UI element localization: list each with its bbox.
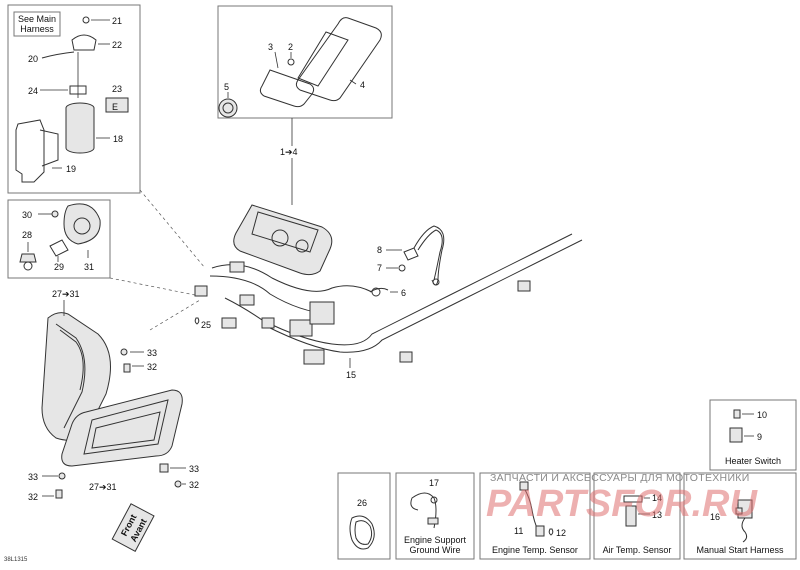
callout-17: 17 <box>429 478 439 488</box>
box-bulb-group: 30 31 28 29 <box>7 199 111 279</box>
callout-28: 28 <box>22 230 32 240</box>
callout-5: 5 <box>224 82 229 92</box>
callout-26: 26 <box>357 498 367 508</box>
callout-14: 14 <box>652 493 662 503</box>
manual-start-harness-label: Manual Start Harness <box>696 545 784 555</box>
callout-8: 8 <box>377 245 382 255</box>
callout-2: 2 <box>288 42 293 52</box>
box-manual-start-harness: 16 Manual Start Harness <box>683 472 797 560</box>
front-avant-indicator: Front Avant <box>111 503 155 552</box>
headlight-housing <box>41 312 111 441</box>
engine-temp-sensor-label: Engine Temp. Sensor <box>492 545 578 555</box>
callout-18: 18 <box>113 134 123 144</box>
callout-23: 23 <box>112 84 122 94</box>
callout-12: 12 <box>556 528 566 538</box>
headlight-lens <box>61 389 183 467</box>
air-temp-sensor-label: Air Temp. Sensor <box>603 545 672 555</box>
callout-27-31-top: 27➔31 <box>52 289 80 299</box>
see-main-harness-line1: See Main <box>18 14 56 24</box>
box-gauge-cluster: 4 3 2 5 <box>217 5 393 119</box>
heater-switch-label: Heater Switch <box>725 456 781 466</box>
box-engine-support-ground-wire: 17 Engine Support Ground Wire <box>395 472 475 560</box>
assembled-cluster <box>233 204 333 276</box>
callout-1-4: 1➔4 <box>280 147 298 157</box>
guide-line <box>109 277 201 297</box>
see-main-harness-line2: Harness <box>20 24 54 34</box>
drop-icon <box>548 528 554 536</box>
callout-9: 9 <box>757 432 762 442</box>
drawing-code: 38L1315 <box>4 557 28 563</box>
callout-3: 3 <box>268 42 273 52</box>
callout-10: 10 <box>757 410 767 420</box>
ground-wire-label-line2: Ground Wire <box>409 545 460 555</box>
callout-13: 13 <box>652 510 662 520</box>
callout-4: 4 <box>360 80 365 90</box>
callout-21: 21 <box>112 16 122 26</box>
box-heater-switch: 10 9 Heater Switch <box>709 399 797 471</box>
callout-32-a: 32 <box>147 362 157 372</box>
box-air-temp-sensor: 14 13 Air Temp. Sensor <box>593 472 681 560</box>
sensor-8-7 <box>398 225 445 286</box>
box-relay-group: See Main Harness 21 22 20 24 E 23 18 19 <box>7 4 141 194</box>
callout-31: 31 <box>84 262 94 272</box>
box-engine-temp-sensor: 11 12 Engine Temp. Sensor <box>479 472 591 560</box>
callout-29: 29 <box>54 262 64 272</box>
callout-30: 30 <box>22 210 32 220</box>
callout-20: 20 <box>28 54 38 64</box>
box-26: 26 <box>337 472 391 560</box>
drop-icon <box>194 317 200 325</box>
watermark: ЗАПЧАСТИ И АКСЕССУАРЫ ДЛЯ МОТОТЕХНИКИ PA… <box>486 472 758 525</box>
callout-27-31-bottom: 27➔31 <box>89 482 117 492</box>
callout-33-b: 33 <box>28 472 38 482</box>
guide-line <box>139 189 206 269</box>
ground-wire-label-line1: Engine Support <box>404 535 467 545</box>
callout-32-c: 32 <box>189 480 199 490</box>
callout-6: 6 <box>401 288 406 298</box>
callout-25: 25 <box>201 320 211 330</box>
e-mark: E <box>112 102 118 112</box>
main-harness <box>194 233 583 365</box>
watermark-line1: ЗАПЧАСТИ И АКСЕССУАРЫ ДЛЯ МОТОТЕХНИКИ <box>490 472 750 484</box>
callout-22: 22 <box>112 40 122 50</box>
callout-33-c: 33 <box>189 464 199 474</box>
callout-19: 19 <box>66 164 76 174</box>
callout-32-b: 32 <box>28 492 38 502</box>
callout-15: 15 <box>346 370 356 380</box>
callout-16: 16 <box>710 512 720 522</box>
callout-24: 24 <box>28 86 38 96</box>
guide-line <box>149 299 201 331</box>
watermark-line2: PARTSFOR.RU <box>486 483 758 525</box>
callout-33-a: 33 <box>147 348 157 358</box>
callout-7: 7 <box>377 263 382 273</box>
callout-11: 11 <box>514 526 523 536</box>
